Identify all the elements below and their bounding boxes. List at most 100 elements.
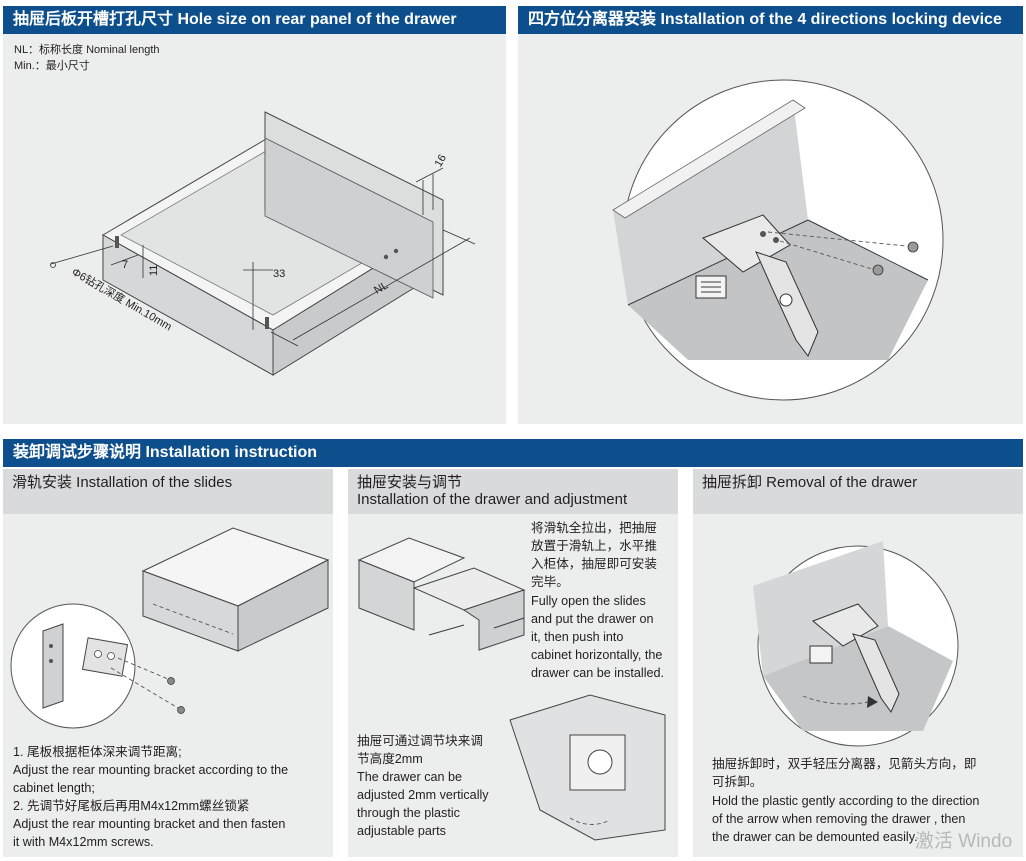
removal-arrowhead (867, 696, 878, 708)
dim-ext-nl-a (270, 331, 299, 347)
slides-step1-en-b: cabinet length; (13, 781, 95, 795)
drawer-adjust-cn-2: 节高度2mm (357, 752, 423, 766)
adjust-dial (587, 749, 613, 775)
legend-minimum: Min.：最小尺寸 (14, 60, 90, 72)
drill-leader (50, 245, 114, 265)
drawer-install-cn-2: 放置于滑轨上，水平推 (531, 539, 657, 553)
locking-device-hole (779, 293, 793, 307)
slides-step2-en-a: Adjust the rear mounting bracket and the… (13, 817, 286, 831)
adjustment-diagram (509, 694, 666, 841)
slides-step2-en-b: it with M4x12mm screws. (13, 835, 154, 849)
locking-device-screw-hole-b (773, 237, 779, 243)
drawer-install-cn-4: 完毕。 (531, 575, 569, 589)
drawer-adjust-en-4: adjustable parts (357, 824, 446, 838)
screw-guide-a (767, 231, 907, 247)
removal-arrow (802, 695, 869, 705)
drawer-install-en-1: Fully open the slides (531, 594, 646, 608)
removal-text-en-1: Hold the plastic gently according to the… (712, 794, 980, 808)
dim-label-11: 11 (148, 265, 160, 276)
hole-size-title: 抽屉后板开槽打孔尺寸 Hole size on rear panel of th… (3, 6, 506, 34)
screw-b-head (872, 264, 884, 276)
drawer-install-cn-3: 入柜体，抽屉即可安装 (531, 557, 657, 571)
rear-slot-left (115, 236, 119, 248)
slides-step1-en-a: Adjust the rear mounting bracket accordi… (13, 763, 289, 777)
mounting-plate (81, 637, 129, 677)
pull-arrow (428, 624, 465, 636)
screw-b (872, 264, 884, 276)
removal-heading: 抽屉拆卸 Removal of the drawer (693, 469, 1023, 514)
pulled-drawer-front (462, 589, 525, 651)
dim-label-33: 33 (273, 268, 285, 280)
legend-nominal-length: NL：标称长度 Nominal length (14, 44, 160, 56)
hole-marker-b (393, 248, 399, 254)
rear-bracket (42, 623, 64, 709)
drawer-adjust-en-2: adjusted 2mm vertically (357, 788, 489, 802)
removal-text-en-2: of the arrow when removing the drawer , … (712, 812, 966, 826)
slides-screw-b (177, 706, 185, 714)
dim-label-16: 16 (433, 153, 450, 170)
drawer-hole-diagram: 16 33 7 11 NL Φ6钻孔深度 Min.10mm (50, 111, 476, 376)
slides-zoom-circle (10, 603, 136, 729)
push-arrow (493, 617, 525, 629)
dim-line-16-c (415, 167, 444, 183)
removal-text-cn-1: 抽屉拆卸时，双手轻压分离器，见箭头方向，即 (712, 757, 977, 771)
locking-device-diagram (612, 79, 944, 401)
drawer-install-heading-cn: 抽屉安装与调节 (357, 474, 463, 491)
mounting-plate-hole-a (94, 650, 102, 658)
drawer-install-heading-en: Installation of the drawer and adjustmen… (357, 491, 628, 508)
rear-panel-face (264, 137, 434, 299)
removal-text-cn-2: 可拆卸。 (712, 775, 763, 789)
locking-device (695, 214, 819, 357)
removal-device-body (812, 603, 879, 647)
removal-drawer-side (753, 541, 888, 676)
screw-a (907, 241, 919, 253)
bracket-hole-b (49, 659, 53, 663)
locking-device-screw-hole-a (760, 231, 766, 237)
screw-guide-slides-b (110, 667, 179, 709)
drawer-install-en-2: and put the drawer on (531, 612, 654, 626)
drill-marker (50, 262, 56, 268)
drawer-install-en-4: cabinet horizontally, the (531, 648, 663, 662)
installation-title: 装卸调试步骤说明 Installation instruction (3, 439, 1023, 467)
drawer-top-edge (612, 99, 806, 219)
hole-marker-a (383, 254, 389, 260)
drawer-install-cn-1: 将滑轨全拉出，把抽屉 (531, 521, 657, 535)
windows-activation-watermark: 激活 Windo (915, 831, 1013, 852)
dim-line-7 (110, 254, 139, 266)
slides-heading: 滑轨安装 Installation of the slides (3, 469, 333, 514)
drawer-side-surface (613, 100, 808, 305)
drawer-corner-group (612, 99, 929, 360)
mounting-plate-hole-b (107, 652, 115, 660)
screw-a-head (907, 241, 919, 253)
locking-device-body (702, 214, 791, 273)
removal-device-lever (852, 633, 900, 714)
drawer-install-en-5: drawer can be installed. (531, 666, 665, 680)
rear-slot-right (265, 317, 269, 329)
removal-diagram (753, 541, 959, 747)
slides-screw-a (167, 677, 175, 685)
cabinet-slide-rail (152, 603, 234, 635)
drawer-corner-edge-2 (807, 219, 929, 281)
cabinet-box (141, 527, 330, 652)
dim-line-nl (292, 237, 471, 341)
dim-label-7: 7 (122, 259, 128, 271)
dim-ext-nl-b (442, 229, 476, 245)
drawer-adjust-en-1: The drawer can be (357, 770, 463, 784)
removal-text-en-3: the drawer can be demounted easily. (712, 830, 918, 844)
drawer-install-heading: 抽屉安装与调节 Installation of the drawer and a… (348, 469, 678, 514)
cabinet-shell-front (358, 559, 415, 631)
locking-device-title: 四方位分离器安装 Installation of the 4 direction… (518, 6, 1023, 34)
drawer-install-en-3: it, then push into (531, 630, 624, 644)
drawer-install-diagram (357, 537, 526, 651)
screw-guide-slides-a (117, 657, 169, 680)
slides-diagram (10, 527, 330, 729)
slides-step1-cn: 1. 尾板根据柜体深来调节距离; (13, 745, 182, 759)
slides-step2-cn: 2. 先调节好尾板后再用M4x12mm螺丝锁紧 (13, 799, 250, 813)
drawer-adjust-en-3: through the plastic (357, 806, 460, 820)
screw-guide-b (779, 240, 873, 270)
removal-drawer-bottom (763, 626, 953, 731)
removal-device-block (809, 645, 833, 664)
bracket-hole-a (49, 644, 53, 648)
cabinet-side (237, 559, 329, 652)
adjust-arrow (569, 817, 611, 825)
